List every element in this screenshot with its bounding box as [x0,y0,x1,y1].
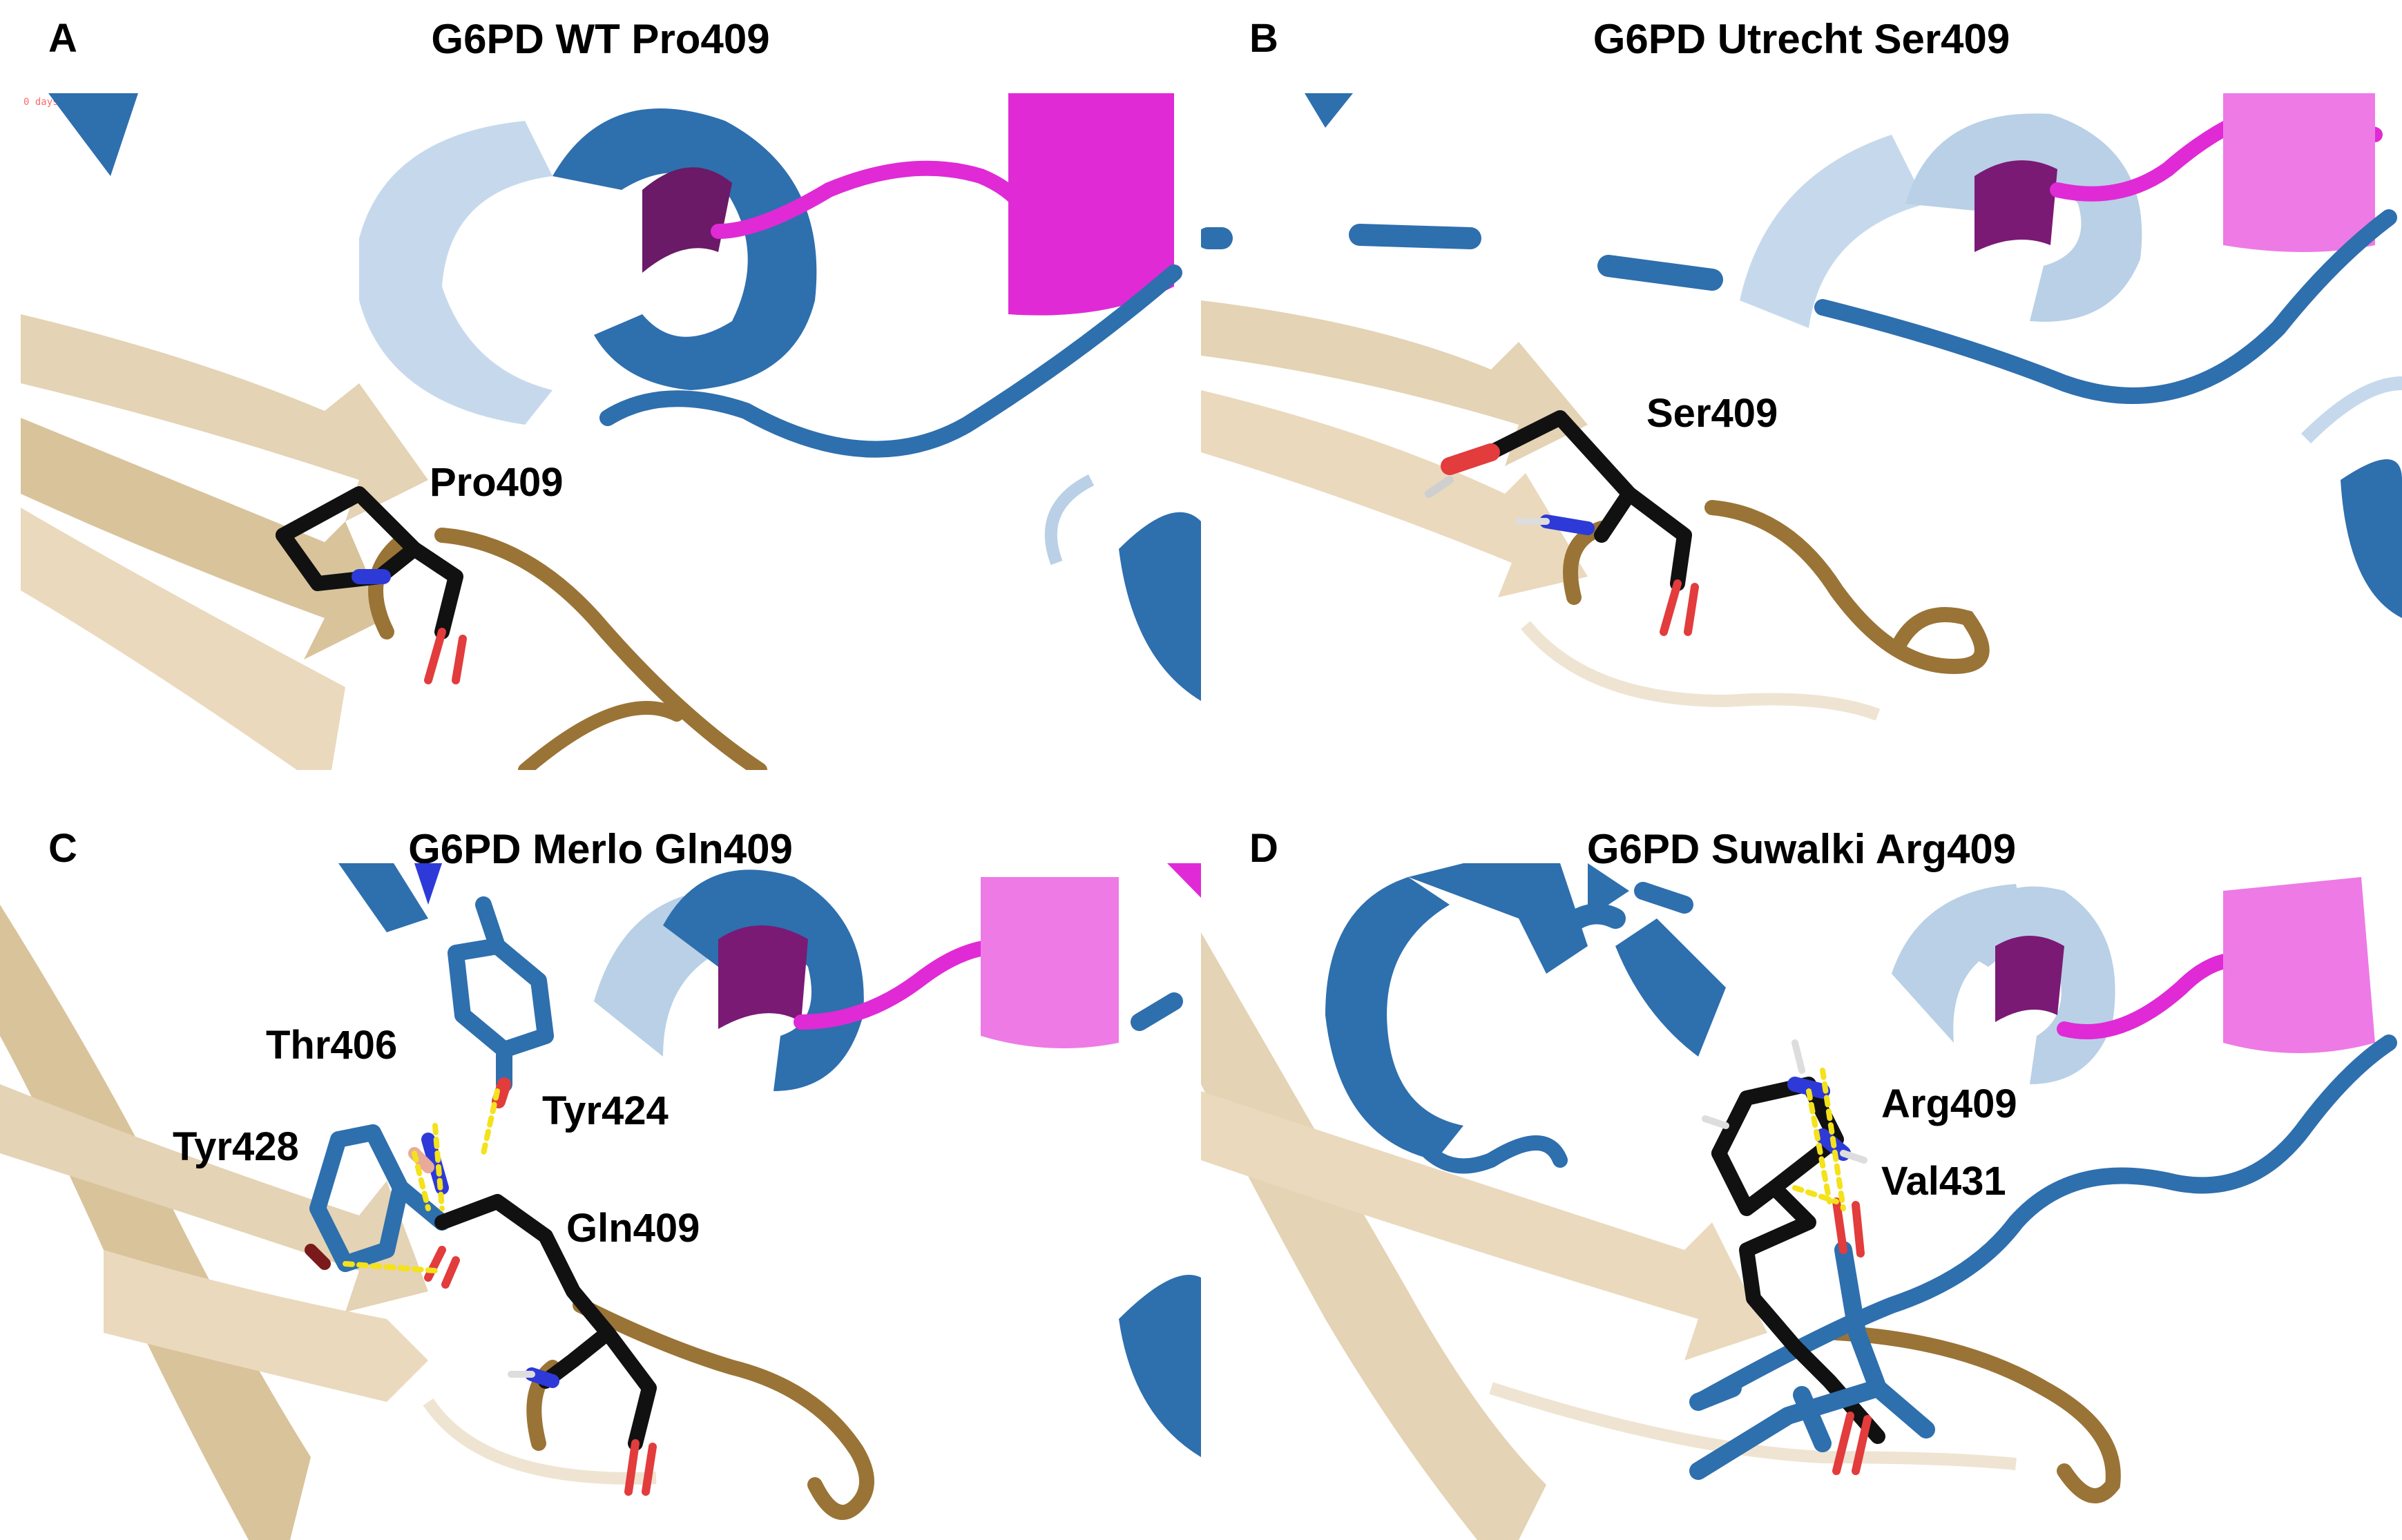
panel-letter: A [48,16,77,61]
helix-right [1119,512,1201,701]
panel-c: C G6PD Merlo Gln409 [0,770,1201,1540]
magenta-helix [1008,93,1174,316]
hydrogen-bond [343,1088,500,1273]
oxygen-atom [492,1077,511,1108]
hydrogen-atom [1425,476,1454,498]
residue-label: Pro409 [430,460,564,505]
helix-fragment [48,93,138,176]
residue-sticks [1483,410,1692,591]
residue-sticks [1711,1077,1885,1444]
beta-strand [0,1084,428,1312]
panel-letter: C [48,826,77,871]
residue-sticks [434,1194,657,1451]
blue-coil-faint [2300,376,2402,444]
oxygen-atom [305,1244,331,1270]
blue-stick [1689,1379,1742,1411]
residue-label: Val431 [1881,1159,2006,1204]
panel-d: D G6PD Suwalki Arg409 [1201,770,2402,1540]
nitrogen-atom [525,1367,559,1388]
blue-coil [1597,255,1723,291]
structure-view [1201,863,2397,1540]
hydrogen-atom [1702,1039,1867,1164]
blue-strand [1615,918,1726,1057]
beta-strand [0,905,311,1540]
helix-magenta-band [1975,160,2057,252]
panel-title: G6PD Utrecht Ser409 [1593,16,2010,62]
blue-coil [1814,209,2397,404]
tan-loop-faint [1489,1382,2017,1470]
structure-view [21,93,1201,770]
beta-strand [104,1250,428,1402]
structure-view [0,863,1201,1540]
oxygen-atom [1832,1412,1872,1475]
beta-strand [1201,1091,1767,1360]
helix-fragment [338,863,428,932]
magenta-helix [981,877,1119,1048]
nitrogen-atom [414,863,442,905]
helix-main [1905,113,2142,322]
helix-right [2341,459,2402,618]
panel-title: G6PD Merlo Gln409 [408,826,793,872]
panel-letter: D [1249,826,1278,871]
residue-label: Thr406 [266,1023,398,1068]
blue-strand [1588,863,1629,918]
residue-label: Tyr428 [173,1124,299,1169]
residue-sticks [309,1124,450,1272]
tan-loop-faint [1521,621,1881,721]
brown-loop [434,528,767,770]
brown-loop [518,701,684,770]
blue-coil [1131,992,1183,1031]
panel-title: G6PD WT Pro409 [431,16,770,62]
residue-label: Tyr424 [542,1088,669,1133]
helix-magenta-band [642,167,732,273]
helix-right [1119,1275,1201,1457]
hydrogen-bond [1792,1068,1846,1211]
residue-label: Ser409 [1646,391,1778,436]
blue-stick [1634,882,1693,914]
oxygen-atom [624,1439,657,1496]
panel-letter: B [1249,16,1278,61]
oxygen-atom [1832,1197,1865,1258]
helix-main [663,869,864,1091]
blue-strand [1408,863,1588,974]
beta-strand [1201,300,1588,466]
brown-loop [1704,500,1990,675]
helix-main [553,108,817,390]
brown-loop [573,1298,874,1520]
magenta-helix [2223,93,2375,252]
blue-coil [1349,224,1481,249]
helix-fragment [1305,93,1353,128]
beta-strand [1201,932,1546,1540]
oxygen-atom [1441,443,1500,475]
beta-strand [1201,390,1588,597]
helix-back [1740,135,1926,328]
beta-strand [21,314,428,521]
brown-loop [1829,1325,2121,1503]
structure-view [1201,93,2402,721]
blue-coil [599,264,1182,458]
beta-strand [21,418,387,660]
residue-sticks [1689,1241,1935,1480]
magenta-helix [1167,863,1201,898]
blue-strand [1325,877,1463,1160]
helix-magenta-band [1995,936,2064,1022]
oxygen-atom [1660,579,1699,636]
magenta-helix [2223,877,2375,1053]
panel-a: A G6PD WT Pro409 0 days remaining? [0,0,1201,770]
residue-sticks [448,896,554,1093]
oxygen-atom [424,628,467,684]
nitrogen-atom [1539,514,1595,535]
tan-loop-faint [423,1398,657,1485]
helix-magenta-band [718,925,808,1029]
panel-title: G6PD Suwalki Arg409 [1586,826,2017,872]
blue-coil [1387,1077,1568,1174]
panel-b: B G6PD Utrecht Ser409 Ser409 [1201,0,2402,770]
helix-back [359,121,553,425]
oxygen-atom [424,1246,460,1289]
residue-label: Gln409 [566,1206,700,1251]
beta-strand [21,508,345,770]
residue-label: Arg409 [1881,1081,2017,1126]
blue-coil-faint [1044,474,1095,566]
